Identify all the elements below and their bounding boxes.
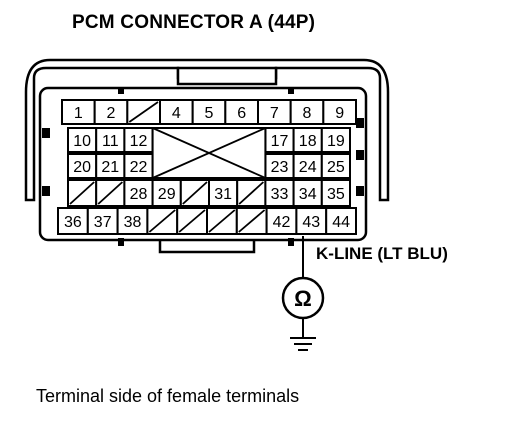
terminal-cell — [208, 179, 239, 207]
terminal-cell — [61, 99, 96, 125]
terminal-number: 12 — [130, 133, 148, 150]
terminal-number: 5 — [205, 105, 214, 122]
ohmmeter-icon — [281, 276, 325, 320]
terminal-number: 35 — [327, 186, 345, 203]
terminal-cell — [191, 99, 227, 125]
terminal-number: 4 — [172, 105, 181, 122]
terminal-number: 43 — [302, 214, 320, 231]
connector-housing — [24, 58, 390, 254]
terminal-number: 1 — [74, 105, 83, 122]
diagram-title: PCM CONNECTOR A (44P) — [72, 12, 316, 33]
terminal-number: 28 — [130, 186, 148, 203]
terminal-cell — [322, 99, 358, 125]
terminal-cell — [95, 127, 126, 153]
unused-terminal-slash — [238, 181, 265, 205]
terminal-number: 42 — [273, 214, 291, 231]
probe-label: K-LINE (LT BLU) — [316, 244, 448, 263]
terminal-cell — [57, 207, 89, 235]
terminal-cell — [320, 127, 351, 153]
terminal-number: 34 — [299, 186, 317, 203]
housing-latches — [42, 88, 364, 246]
terminal-cell — [265, 207, 298, 235]
terminal-number: 33 — [271, 186, 289, 203]
blocked-area-cross — [152, 127, 266, 179]
terminal-grid: 1245678910111213141718192021222324252829… — [57, 99, 358, 235]
unused-terminal-slash — [178, 209, 206, 233]
terminal-cell — [325, 207, 358, 235]
terminal-number: 18 — [299, 133, 317, 150]
terminal-cell — [67, 127, 98, 153]
unused-terminal-slash — [148, 209, 176, 233]
unused-terminal-slash — [182, 181, 208, 205]
terminal-number: 31 — [214, 186, 232, 203]
terminal-number: 7 — [270, 105, 279, 122]
terminal-cell — [320, 179, 351, 207]
ohm-symbol: Ω — [294, 286, 312, 311]
terminal-number: 38 — [124, 214, 142, 231]
terminal-number: 19 — [327, 133, 345, 150]
terminal-cell — [264, 179, 295, 207]
terminal-number: 20 — [73, 159, 91, 176]
terminal-number: 2 — [107, 105, 116, 122]
terminal-number: 22 — [130, 159, 148, 176]
terminal-number: 10 — [73, 133, 91, 150]
terminal-number: 17 — [271, 133, 289, 150]
terminal-cell — [320, 153, 351, 179]
terminal-number: 25 — [327, 159, 345, 176]
terminal-number: 24 — [299, 159, 317, 176]
terminal-number: 8 — [303, 105, 312, 122]
unused-terminal-slash — [128, 101, 159, 123]
unused-terminal-slash — [97, 181, 124, 205]
terminal-cell — [292, 153, 323, 179]
terminal-number: 37 — [94, 214, 112, 231]
unused-terminal-slash — [238, 209, 266, 233]
terminal-number: 9 — [335, 105, 344, 122]
terminal-number: 36 — [64, 214, 82, 231]
terminal-number: 21 — [101, 159, 119, 176]
terminal-cell — [257, 99, 292, 125]
terminal-number: 6 — [237, 105, 246, 122]
terminal-cell — [86, 207, 119, 235]
probe-circuit — [290, 236, 316, 351]
unused-terminal-slash — [208, 209, 236, 233]
terminal-number: 23 — [271, 159, 289, 176]
terminal-number: 11 — [102, 133, 119, 150]
terminal-number: 44 — [332, 214, 350, 231]
unused-terminal-slash — [69, 181, 95, 205]
terminal-number: 29 — [158, 186, 176, 203]
diagram-caption: Terminal side of female terminals — [36, 386, 300, 406]
